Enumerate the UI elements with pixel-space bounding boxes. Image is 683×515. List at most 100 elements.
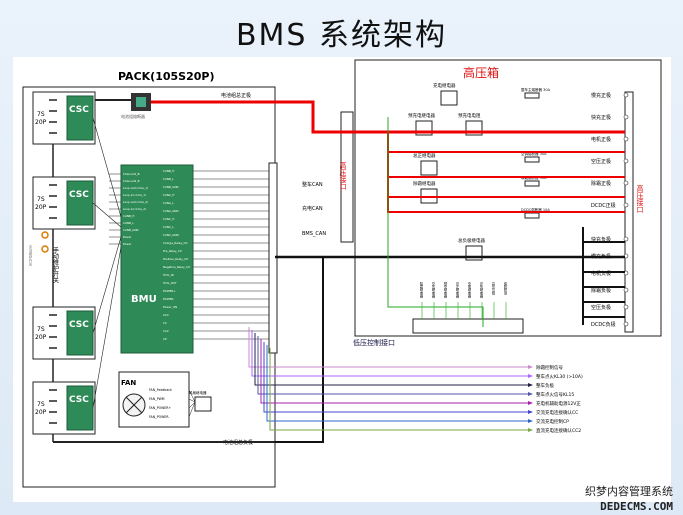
signal-label: 交流充电连接确认CC bbox=[536, 409, 578, 416]
signal-label: 整车点火信号KL15 bbox=[536, 391, 574, 398]
hv-terminal-neg-label: 电机负极 bbox=[591, 270, 611, 277]
hv-terminal-neg bbox=[623, 287, 629, 293]
bmu-right-pin-label: Negative_Relay_Ctr bbox=[163, 265, 191, 269]
hv-terminal-neg bbox=[623, 321, 629, 327]
bmu-left-pin-label: Loop-in(circle_2) bbox=[123, 207, 146, 211]
csc-to-bmu-wire bbox=[92, 236, 122, 334]
signal-wire bbox=[257, 336, 528, 395]
hv-terminal-neg-label: DCDC负极 bbox=[591, 321, 616, 328]
fan-pin-label: FAN_POWER+ bbox=[149, 406, 172, 410]
bmu-left-pin-label: CANB_H bbox=[123, 214, 134, 218]
bmu-right-pin-label: CANB_GND bbox=[163, 185, 179, 189]
bmu-board: BMU Channel1_BChannel2_BLoop-out(circle_… bbox=[109, 164, 276, 354]
module-cells-label: 7S bbox=[37, 326, 45, 333]
bmu-left-pin-label: Loop-in(circle_1) bbox=[123, 193, 146, 197]
hv-terminal-pos bbox=[623, 136, 629, 142]
bmu-right-pin-label: CANA_H bbox=[163, 193, 174, 197]
relay-label: 总负极继电器 bbox=[458, 237, 485, 244]
signal-label: 除霜控制信号 bbox=[536, 364, 563, 371]
bmu-right-pin-label: POWER- bbox=[163, 297, 174, 301]
relay-label: 除霜继电器 bbox=[413, 180, 436, 187]
switch-terminal-top bbox=[41, 231, 49, 239]
diagram-sheet: PACK(105S20P) 电池组熔断器 电池组总正极 电池组总负极 BMU C… bbox=[13, 57, 671, 502]
hv-terminal-pos bbox=[623, 114, 629, 120]
bmu-right-pin-label: Power_ON bbox=[163, 305, 177, 309]
hv-negative-branches bbox=[582, 227, 625, 325]
hv-terminal-neg-label: 空压负极 bbox=[591, 304, 611, 311]
signal-arrow bbox=[528, 428, 533, 432]
pack-label: PACK(105S20P) bbox=[118, 70, 214, 83]
bmu-right-pin-label: CANC_H bbox=[163, 217, 174, 221]
csc-to-bmu-wire bbox=[92, 246, 122, 409]
lv-pin-label: 除霜继电器 bbox=[419, 281, 423, 299]
hv-left-port-label: 高压接口 bbox=[339, 161, 347, 190]
switch-label: 手动维护开关 bbox=[52, 246, 59, 284]
lv-pin-label: 预充继电器 bbox=[443, 281, 447, 299]
bmu-left-pin-label: Channel1_B bbox=[123, 172, 140, 176]
hv-terminal-pos bbox=[623, 92, 629, 98]
lv-pin-label: 总负继电器 bbox=[479, 281, 483, 299]
bmu-right-pin-label: CANB_H bbox=[163, 169, 174, 173]
signal-wire bbox=[254, 333, 528, 386]
hv-terminal-pos-label: 空压正极 bbox=[591, 158, 611, 165]
hv-right-port bbox=[624, 91, 634, 333]
fan-relay-icon bbox=[194, 396, 212, 412]
manual-switch: 手动维护开关 手动维护开关 bbox=[28, 231, 59, 284]
bmu-left-pin-label: Power bbox=[123, 242, 132, 246]
bmu-right-pin-label: HVIL_IN bbox=[163, 273, 174, 277]
hv-terminal-pos-label: 快充正极 bbox=[591, 114, 611, 121]
fuse-core bbox=[136, 97, 146, 107]
fan-pin-label: FAN_Feedback bbox=[149, 388, 172, 392]
module-parallel-label: 20P bbox=[35, 409, 47, 416]
signal-label: 直流充电连接确认CC2 bbox=[536, 427, 581, 434]
signal-wire bbox=[260, 339, 528, 404]
csc-label: CSC bbox=[69, 105, 89, 115]
watermark-cn: 织梦内容管理系统 bbox=[585, 485, 673, 498]
fan-pin-wire bbox=[188, 401, 196, 409]
relay-label: 充电继电器 bbox=[433, 82, 456, 89]
bmu-right-pin-label: ACC bbox=[163, 313, 169, 317]
fan-pin-wire bbox=[188, 401, 196, 418]
module-cells-label: 7S bbox=[37, 111, 45, 118]
lv-pin-label: 总正继电器 bbox=[455, 281, 459, 299]
fuse-label: DCDC熔断器 10A bbox=[521, 207, 550, 212]
can-labels: 整车CAN 充电CAN BMS_CAN bbox=[302, 181, 326, 237]
module-cells-label: 7S bbox=[37, 401, 45, 408]
bmu-right-pin-label: Positive_Relay_Ctr bbox=[163, 257, 189, 261]
csc-to-bmu-wire bbox=[92, 117, 122, 218]
signal-arrow bbox=[528, 374, 533, 378]
fuse-label: 整车主熔断器 30A bbox=[521, 87, 551, 92]
module-cells-label: 7S bbox=[37, 196, 45, 203]
bmu-right-pin-label: POWER+ bbox=[163, 289, 176, 293]
bmu-right-pin-label: CC bbox=[163, 321, 167, 325]
hv-terminal-pos-label: 慢充正极 bbox=[591, 92, 611, 99]
hv-terminal-neg bbox=[623, 304, 629, 310]
hv-negative-return bbox=[275, 257, 324, 443]
fan-pin-label: FAN_PWM bbox=[149, 397, 165, 401]
watermark-en: DEDECMS.COM bbox=[600, 500, 673, 513]
bmu-body bbox=[120, 164, 194, 354]
signal-wire bbox=[251, 330, 528, 377]
bmu-left-pin-label: Power bbox=[123, 235, 132, 239]
hv-terminal-neg bbox=[623, 236, 629, 242]
signal-label: 充电机辅助电源12V正 bbox=[536, 400, 581, 407]
csc-board bbox=[66, 310, 94, 356]
fuse-icon bbox=[524, 92, 540, 99]
signal-arrow bbox=[528, 365, 533, 369]
signal-label: 交流充电控制CP bbox=[536, 418, 569, 425]
pos-bus-label: 电池组总正极 bbox=[221, 92, 251, 99]
hv-left-port bbox=[340, 111, 354, 243]
bmu-left-pin-label: Loop-out(circle_1) bbox=[123, 186, 148, 190]
hv-terminal-pos bbox=[623, 158, 629, 164]
bmu-left-pins: Channel1_BChannel2_BLoop-out(circle_1)Lo… bbox=[109, 172, 148, 246]
switch-note: 手动维护开关 bbox=[28, 244, 33, 267]
fan-block: FAN FAN_FeedbackFAN_PWMFAN_POWER+FAN_POW… bbox=[118, 371, 212, 428]
csc-board bbox=[66, 180, 94, 226]
fan-blade-2 bbox=[125, 396, 143, 414]
bmu-right-pin-label: CANB_L bbox=[163, 177, 174, 181]
bmu-right-pin-label: CANC_GND bbox=[163, 233, 179, 237]
bmu-left-pin-label: CANB_L bbox=[123, 221, 134, 225]
bmu-right-pin-label: Pre_Relay_Ctr bbox=[163, 249, 183, 253]
